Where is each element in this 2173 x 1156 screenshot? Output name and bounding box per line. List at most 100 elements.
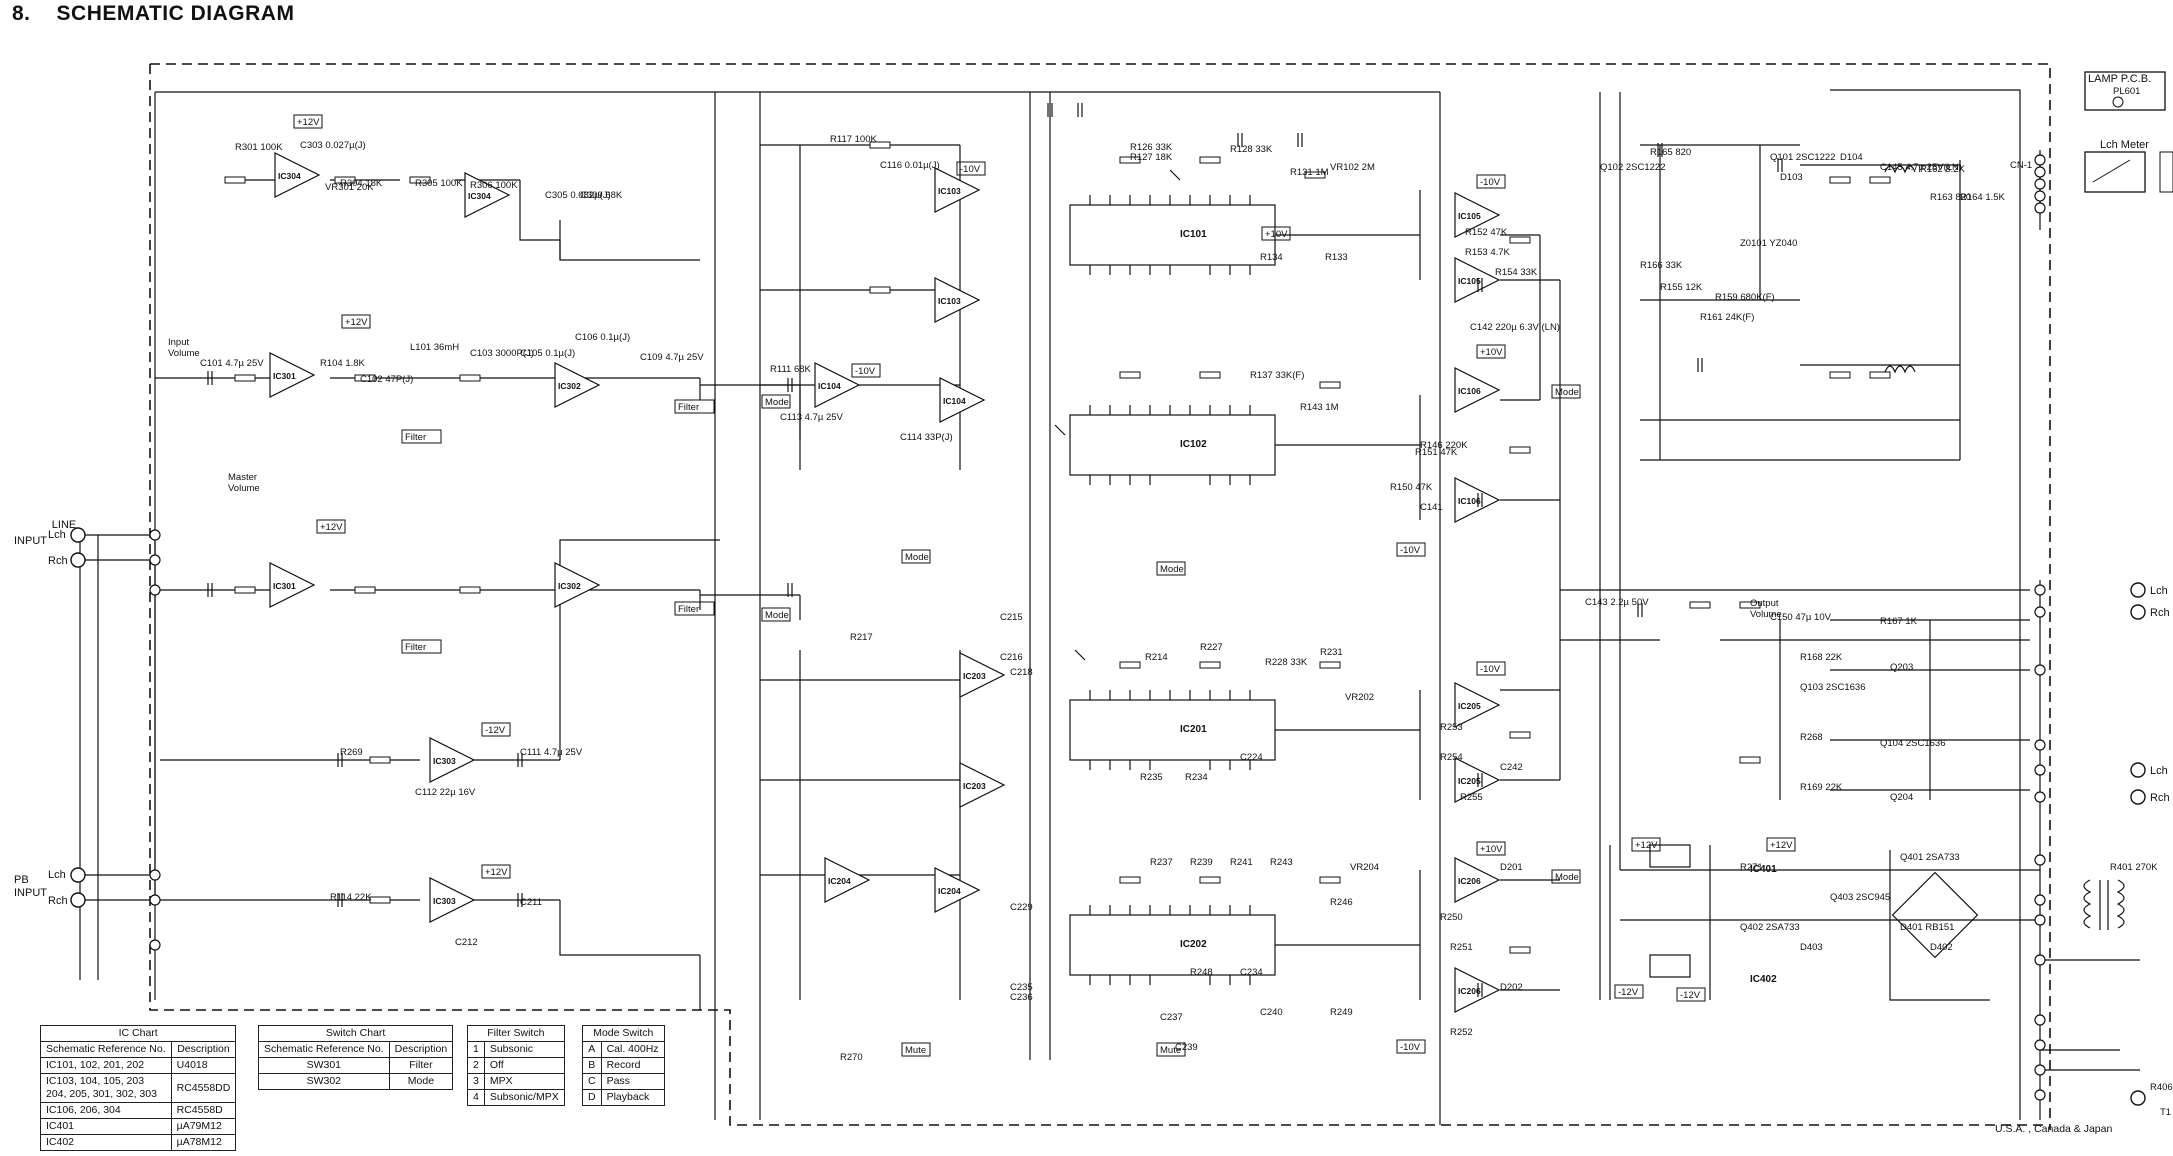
capacitor-symbol [1297,133,1303,147]
resistor-symbol [869,141,891,149]
component-label: T1 [2160,1107,2171,1118]
op-amp-symbol [1454,967,1501,1013]
component-label: C303 0.027µ(J) [300,140,366,151]
resistor-symbol [1304,171,1326,179]
connector-pin [2034,791,2046,803]
op-amp-symbol [1454,682,1501,728]
resistor-symbol [354,586,376,594]
component-label: R127 18K [1130,152,1173,163]
filter-switch-cell: 3 [467,1073,485,1090]
capacitor-symbol [1697,358,1703,372]
ic-label: IC205 [1458,776,1481,786]
component-label: R305 100K [415,178,463,189]
component-label: Q103 2SC1636 [1800,682,1866,693]
v10-tag-box [1261,226,1291,241]
output-top-rch-label: Rch [2150,607,2170,619]
mode-tag-box [1551,869,1581,884]
component-label: C114 33P(J) [900,432,953,443]
switch-chart-cell: Mode [388,1073,454,1090]
component-label: R137 33K(F) [1250,370,1304,381]
capacitor-symbol [207,583,213,597]
output-bottom-lch-jack[interactable] [2130,762,2146,778]
output-top-rch-jack[interactable] [2130,604,2146,620]
component-label: R235 [1140,772,1163,783]
resistor-symbol [1689,601,1711,609]
connector-pin [149,554,161,566]
component-label: R168 22K [1800,652,1843,663]
mute-tag-box [901,1042,931,1057]
component-label: C215 [1000,612,1023,623]
component-label: R165 820 [1650,147,1691,158]
mode-tag-box [901,549,931,564]
capacitor-symbol [517,753,523,767]
op-amp-symbol [1454,367,1501,413]
ic-label: IC304 [468,191,491,201]
component-label: R169 22K [1800,782,1843,793]
mode-tag-box [761,607,791,622]
component-label: R133 [1325,252,1348,263]
output-bottom-rch-jack[interactable] [2130,789,2146,805]
lamp-pcb-box [2084,71,2166,111]
line-input-rch-label: Rch [48,555,68,567]
pb-input-rch-jack[interactable] [70,892,86,908]
connector-pin [2034,1014,2046,1026]
component-label: R241 [1230,857,1253,868]
op-amp-symbol [429,877,476,923]
op-amp-symbol [939,377,986,423]
line-input-lch-jack[interactable] [70,527,86,543]
vm12-tag-box [481,722,511,737]
pb-input-lch-jack[interactable] [70,867,86,883]
connector-pin [2034,1039,2046,1051]
mode-tag: Mode [1555,872,1579,883]
connector-pin [149,894,161,906]
component-label: R155 12K [1660,282,1703,293]
resistor-symbol [1739,601,1761,609]
connector-pin [149,584,161,596]
component-label: D201 [1500,862,1523,873]
component-label: R151 47K [1415,447,1458,458]
op-amp-symbol [1454,192,1501,238]
component-label: D103 [1780,172,1803,183]
ic-label: IC202 [1180,939,1207,950]
op-amp-symbol [1454,477,1501,523]
component-label: R143 1M [1300,402,1339,413]
mode-tag: Mode [1160,564,1184,575]
op-amp-symbol [959,762,1006,808]
component-label: Q401 2SA733 [1900,852,1960,863]
resistor-symbol [224,176,246,184]
v12-tag: +12V [1770,840,1793,851]
component-label: R166 33K [1640,260,1683,271]
component-label: C305 0.082µ(J) [545,190,611,201]
ac-input-plug[interactable] [2130,1090,2146,1106]
ic-label: IC205 [1458,701,1481,711]
ic-label: IC402 [1750,974,1777,985]
line-input-rch-jack[interactable] [70,552,86,568]
component-label: R269 [340,747,363,758]
switch-chart-header-desc: Description [388,1041,454,1058]
mode-switch-cell: Pass [600,1073,665,1090]
filter-switch-cell: MPX [483,1073,565,1090]
op-amp-symbol [269,562,316,608]
filter-tag: Filter [678,604,699,615]
v12-tag: +12V [345,317,368,328]
vm12-tag: -12V [485,725,506,736]
component-label: Q403 2SC945 [1830,892,1890,903]
vm10-tag-box [956,161,986,176]
ic-label: IC304 [278,171,301,181]
capacitor-symbol [517,893,523,907]
component-label: R248 [1190,967,1213,978]
output-top-lch-jack[interactable] [2130,582,2146,598]
v10-tag-box [1476,841,1506,856]
component-label: C145 4.7µ 25V(LN) [1880,162,1962,173]
v10-tag: +10V [1480,844,1503,855]
vm10-tag-box [1476,661,1506,676]
component-label: R271 [1740,862,1763,873]
component-label: R167 1K [1880,616,1918,627]
component-label: R246 [1330,897,1353,908]
page-title: 8.SCHEMATIC DIAGRAM [12,2,294,26]
ic-label: IC303 [433,756,456,766]
